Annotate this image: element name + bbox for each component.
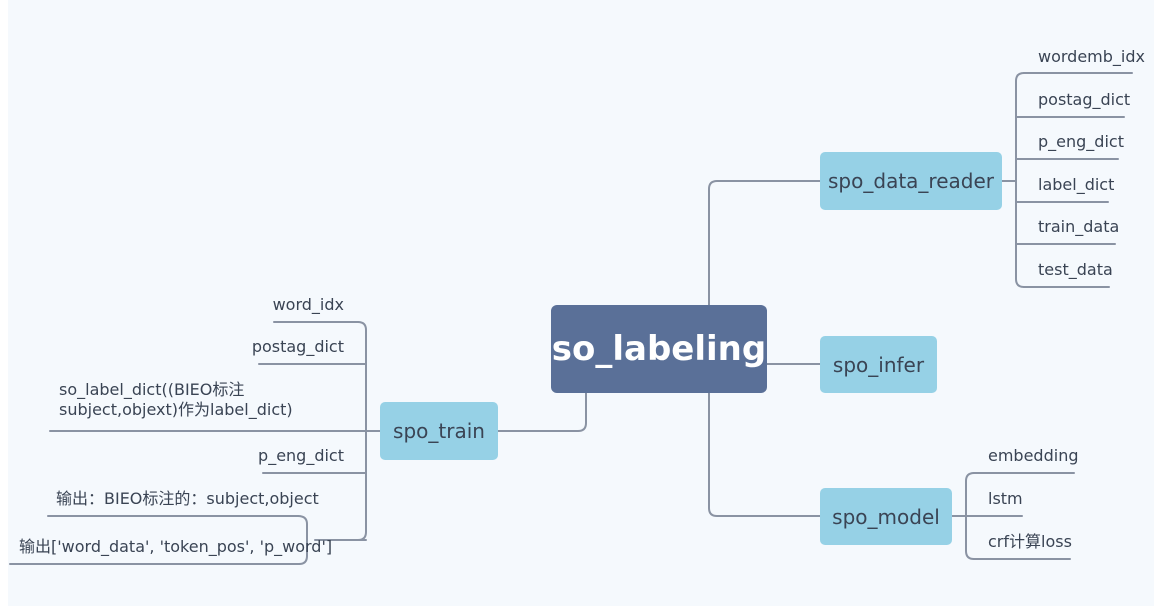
branch-label: spo_train [393,419,485,443]
leaf-test-data[interactable]: test_data [1038,260,1113,280]
leaf-train-data[interactable]: train_data [1038,217,1119,237]
branch-spo-data-reader[interactable]: spo_data_reader [820,152,1002,210]
branch-label: spo_data_reader [828,169,994,193]
leaf-postag-dict[interactable]: postag_dict [1038,90,1130,110]
connector-root-train [497,392,587,432]
leaf-label: so_label_dict((BIEO标注subject,objext)作为la… [59,380,293,419]
leaf-label: test_data [1038,260,1113,279]
root-label: so_labeling [551,329,767,369]
connector-root-model [708,392,821,517]
leaf-label: word_idx [272,295,344,314]
leaf-label-dict[interactable]: label_dict [1038,175,1114,195]
branch-spo-train[interactable]: spo_train [380,402,498,460]
leaf-label: postag_dict [1038,90,1131,109]
connector-root-data-reader [708,180,821,306]
leaf-label: label_dict [1038,175,1115,194]
leaf-label: train_data [1038,217,1120,236]
leaf-p-eng-dict[interactable]: p_eng_dict [1038,132,1124,152]
branch-spo-infer[interactable]: spo_infer [820,336,937,393]
leaf-label: 输出：BIEO标注的：subject,object [56,489,319,508]
leaf-train-postag-dict[interactable]: postag_dict [224,337,344,357]
leaf-wordemb-idx[interactable]: wordemb_idx [1038,47,1145,67]
leaf-label: lstm [988,489,1023,508]
root-node[interactable]: so_labeling [551,305,767,393]
leaf-label: wordemb_idx [1038,47,1145,66]
leaf-embedding[interactable]: embedding [988,446,1078,466]
leaf-output-bieo[interactable]: 输出：BIEO标注的：subject,object [56,489,319,509]
leaf-label: p_eng_dict [258,446,344,465]
leaf-label: crf计算loss [988,532,1072,551]
leaf-train-p-eng-dict[interactable]: p_eng_dict [224,446,344,466]
leaf-lstm[interactable]: lstm [988,489,1023,509]
leaf-label: embedding [988,446,1079,465]
leaf-so-label-dict[interactable]: so_label_dict((BIEO标注subject,objext)作为la… [59,380,359,420]
leaf-label: postag_dict [251,337,344,356]
connector-train-sub-vertical [297,515,308,565]
leaf-label: 输出['word_data', 'token_pos', 'p_word'] [19,537,333,556]
branch-label: spo_model [832,504,940,529]
mindmap-canvas [8,0,1154,606]
leaf-label: p_eng_dict [1038,132,1124,151]
leaf-output-word-data[interactable]: 输出['word_data', 'token_pos', 'p_word'] [19,537,332,557]
leaf-crf-loss[interactable]: crf计算loss [988,532,1072,552]
connector-reader-vertical [1015,72,1025,288]
branch-label: spo_infer [832,352,925,377]
branch-spo-model[interactable]: spo_model [820,488,952,545]
leaf-word-idx[interactable]: word_idx [244,295,344,315]
